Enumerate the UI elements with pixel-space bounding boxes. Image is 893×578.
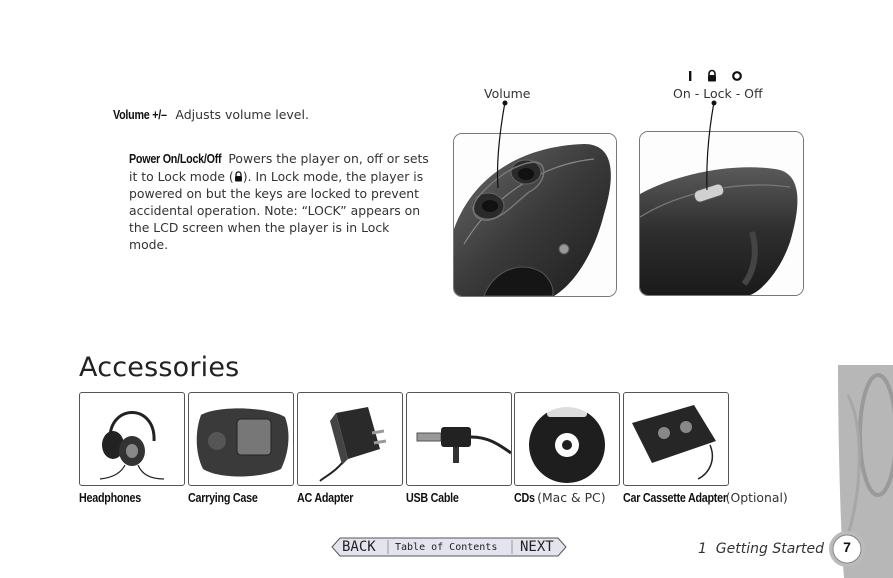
cds-image xyxy=(514,392,620,486)
headphones-image xyxy=(79,392,185,486)
side-decoration xyxy=(838,365,893,578)
carrying-case-label: Carrying Case xyxy=(188,491,258,505)
page-number: 7 xyxy=(843,539,851,555)
volume-callout-label: Volume xyxy=(484,86,531,101)
usb-cable-label: USB Cable xyxy=(406,491,459,505)
volume-text: Adjusts volume level. xyxy=(175,107,309,122)
power-callout-label: On - Lock - Off xyxy=(673,86,763,101)
carrying-case-image xyxy=(188,392,294,486)
back-button[interactable]: BACK xyxy=(342,539,376,555)
table-of-contents-link[interactable]: Table of Contents xyxy=(395,542,498,553)
cds-label: CDs(Mac & PC) xyxy=(514,490,606,505)
power-text-before: Powers the player on, off or sets it to … xyxy=(129,151,429,184)
power-text-after: ). In Lock mode, the player is powered o… xyxy=(129,169,424,252)
ac-adapter-image xyxy=(297,392,403,486)
accessories-title: Accessories xyxy=(79,352,240,383)
headphones-label: Headphones xyxy=(79,491,141,505)
volume-callout-line xyxy=(496,100,508,189)
chapter-label: 1 Getting Started xyxy=(698,541,825,557)
cassette-adapter-label: Car Cassette Adapter(Optional) xyxy=(623,490,788,505)
power-symbols xyxy=(686,68,746,82)
ac-adapter-label: AC Adapter xyxy=(297,491,354,505)
volume-description: Volume +/– Adjusts volume level. xyxy=(113,107,309,122)
lock-icon xyxy=(234,171,242,182)
power-term: Power On/Lock/Off xyxy=(129,152,222,166)
cassette-adapter-image xyxy=(623,392,729,486)
power-switch-photo xyxy=(639,131,804,296)
power-description: Power On/Lock/Off Powers the player on, … xyxy=(129,150,429,253)
usb-cable-image xyxy=(406,392,512,486)
volume-term: Volume +/– xyxy=(113,108,167,122)
power-callout-line xyxy=(706,100,717,191)
volume-buttons-photo xyxy=(453,133,617,297)
nav-bar xyxy=(330,537,568,557)
next-button[interactable]: NEXT xyxy=(520,539,554,555)
page-number-badge xyxy=(828,530,866,568)
